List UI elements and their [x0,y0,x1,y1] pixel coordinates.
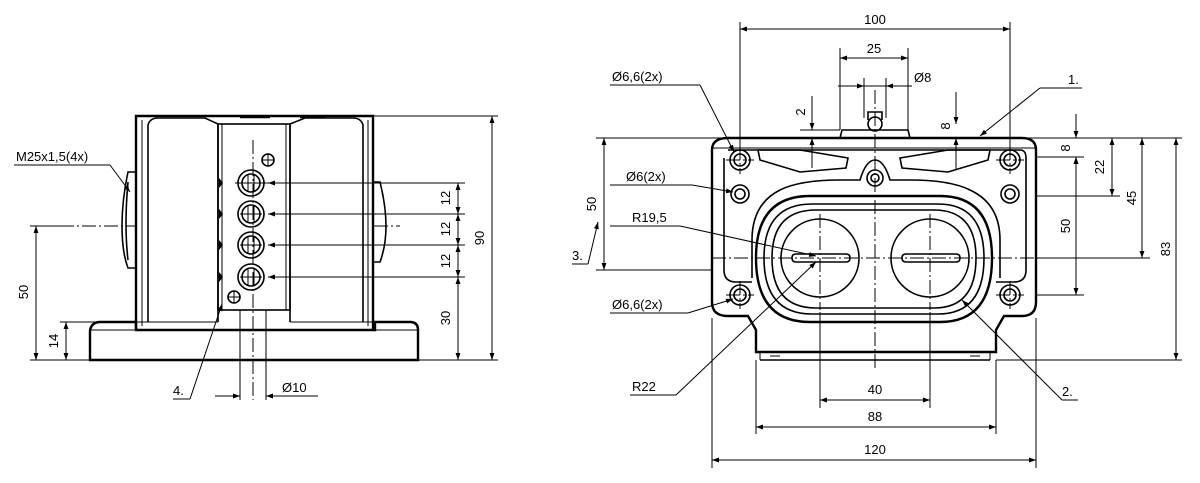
dim-12c-label: 12 [438,254,453,268]
callout-2: 2. [1062,384,1073,399]
dim-8-right-label: 8 [1058,144,1073,151]
dim-83-label: 83 [1158,242,1173,256]
dim-30-label: 30 [438,311,453,325]
dim-40-label: 40 [868,382,882,397]
callout-3: 3. [572,248,583,263]
base-plate [88,320,420,362]
dim-8-top-label: 8 [938,122,953,129]
hole-label-top: Ø6,6(2x) [612,69,663,84]
callout-1: 1. [1068,72,1079,87]
hole-label-bottom: Ø6,6(2x) [612,297,663,312]
thread-label: M25x1,5(4x) [16,149,88,164]
dim-100-label: 100 [864,12,886,27]
dim-25-label: 25 [867,41,881,56]
dia-8-label: Ø8 [914,70,931,85]
dim-45-label: 45 [1124,191,1139,205]
radius-19-5-label: R19,5 [632,210,667,225]
dim-90-label: 90 [472,231,487,245]
dim-22-label: 22 [1092,160,1107,174]
dim-50-right-label: 50 [1058,219,1073,233]
cover-plate [779,159,1001,278]
hole-label-mid: Ø6(2x) [626,169,666,184]
front-view: 100 25 Ø8 2 8 Ø6,6(2x) Ø6(2x) R19,5 Ø6,6… [572,12,1182,468]
dia-10-label: Ø10 [282,380,307,395]
cable-gland-left [121,171,136,269]
callout-4: 4. [173,383,184,398]
dim-120-label: 120 [864,442,886,457]
radius-22-label: R22 [632,379,656,394]
dim-12a-label: 12 [438,191,453,205]
dim-14-label: 14 [46,334,61,348]
connector-holes [237,169,265,291]
dim-50-left-label: 50 [16,285,31,299]
dim-12b-label: 12 [438,222,453,236]
button-housing [754,194,994,324]
dim-88-label: 88 [868,409,882,424]
dim-2-label: 2 [793,108,808,115]
dim-50-left-label: 50 [584,197,599,211]
side-view: M25x1,5(4x) 90 50 14 30 12 12 12 Ø10 4. [14,114,498,400]
cable-gland-right [373,181,387,263]
